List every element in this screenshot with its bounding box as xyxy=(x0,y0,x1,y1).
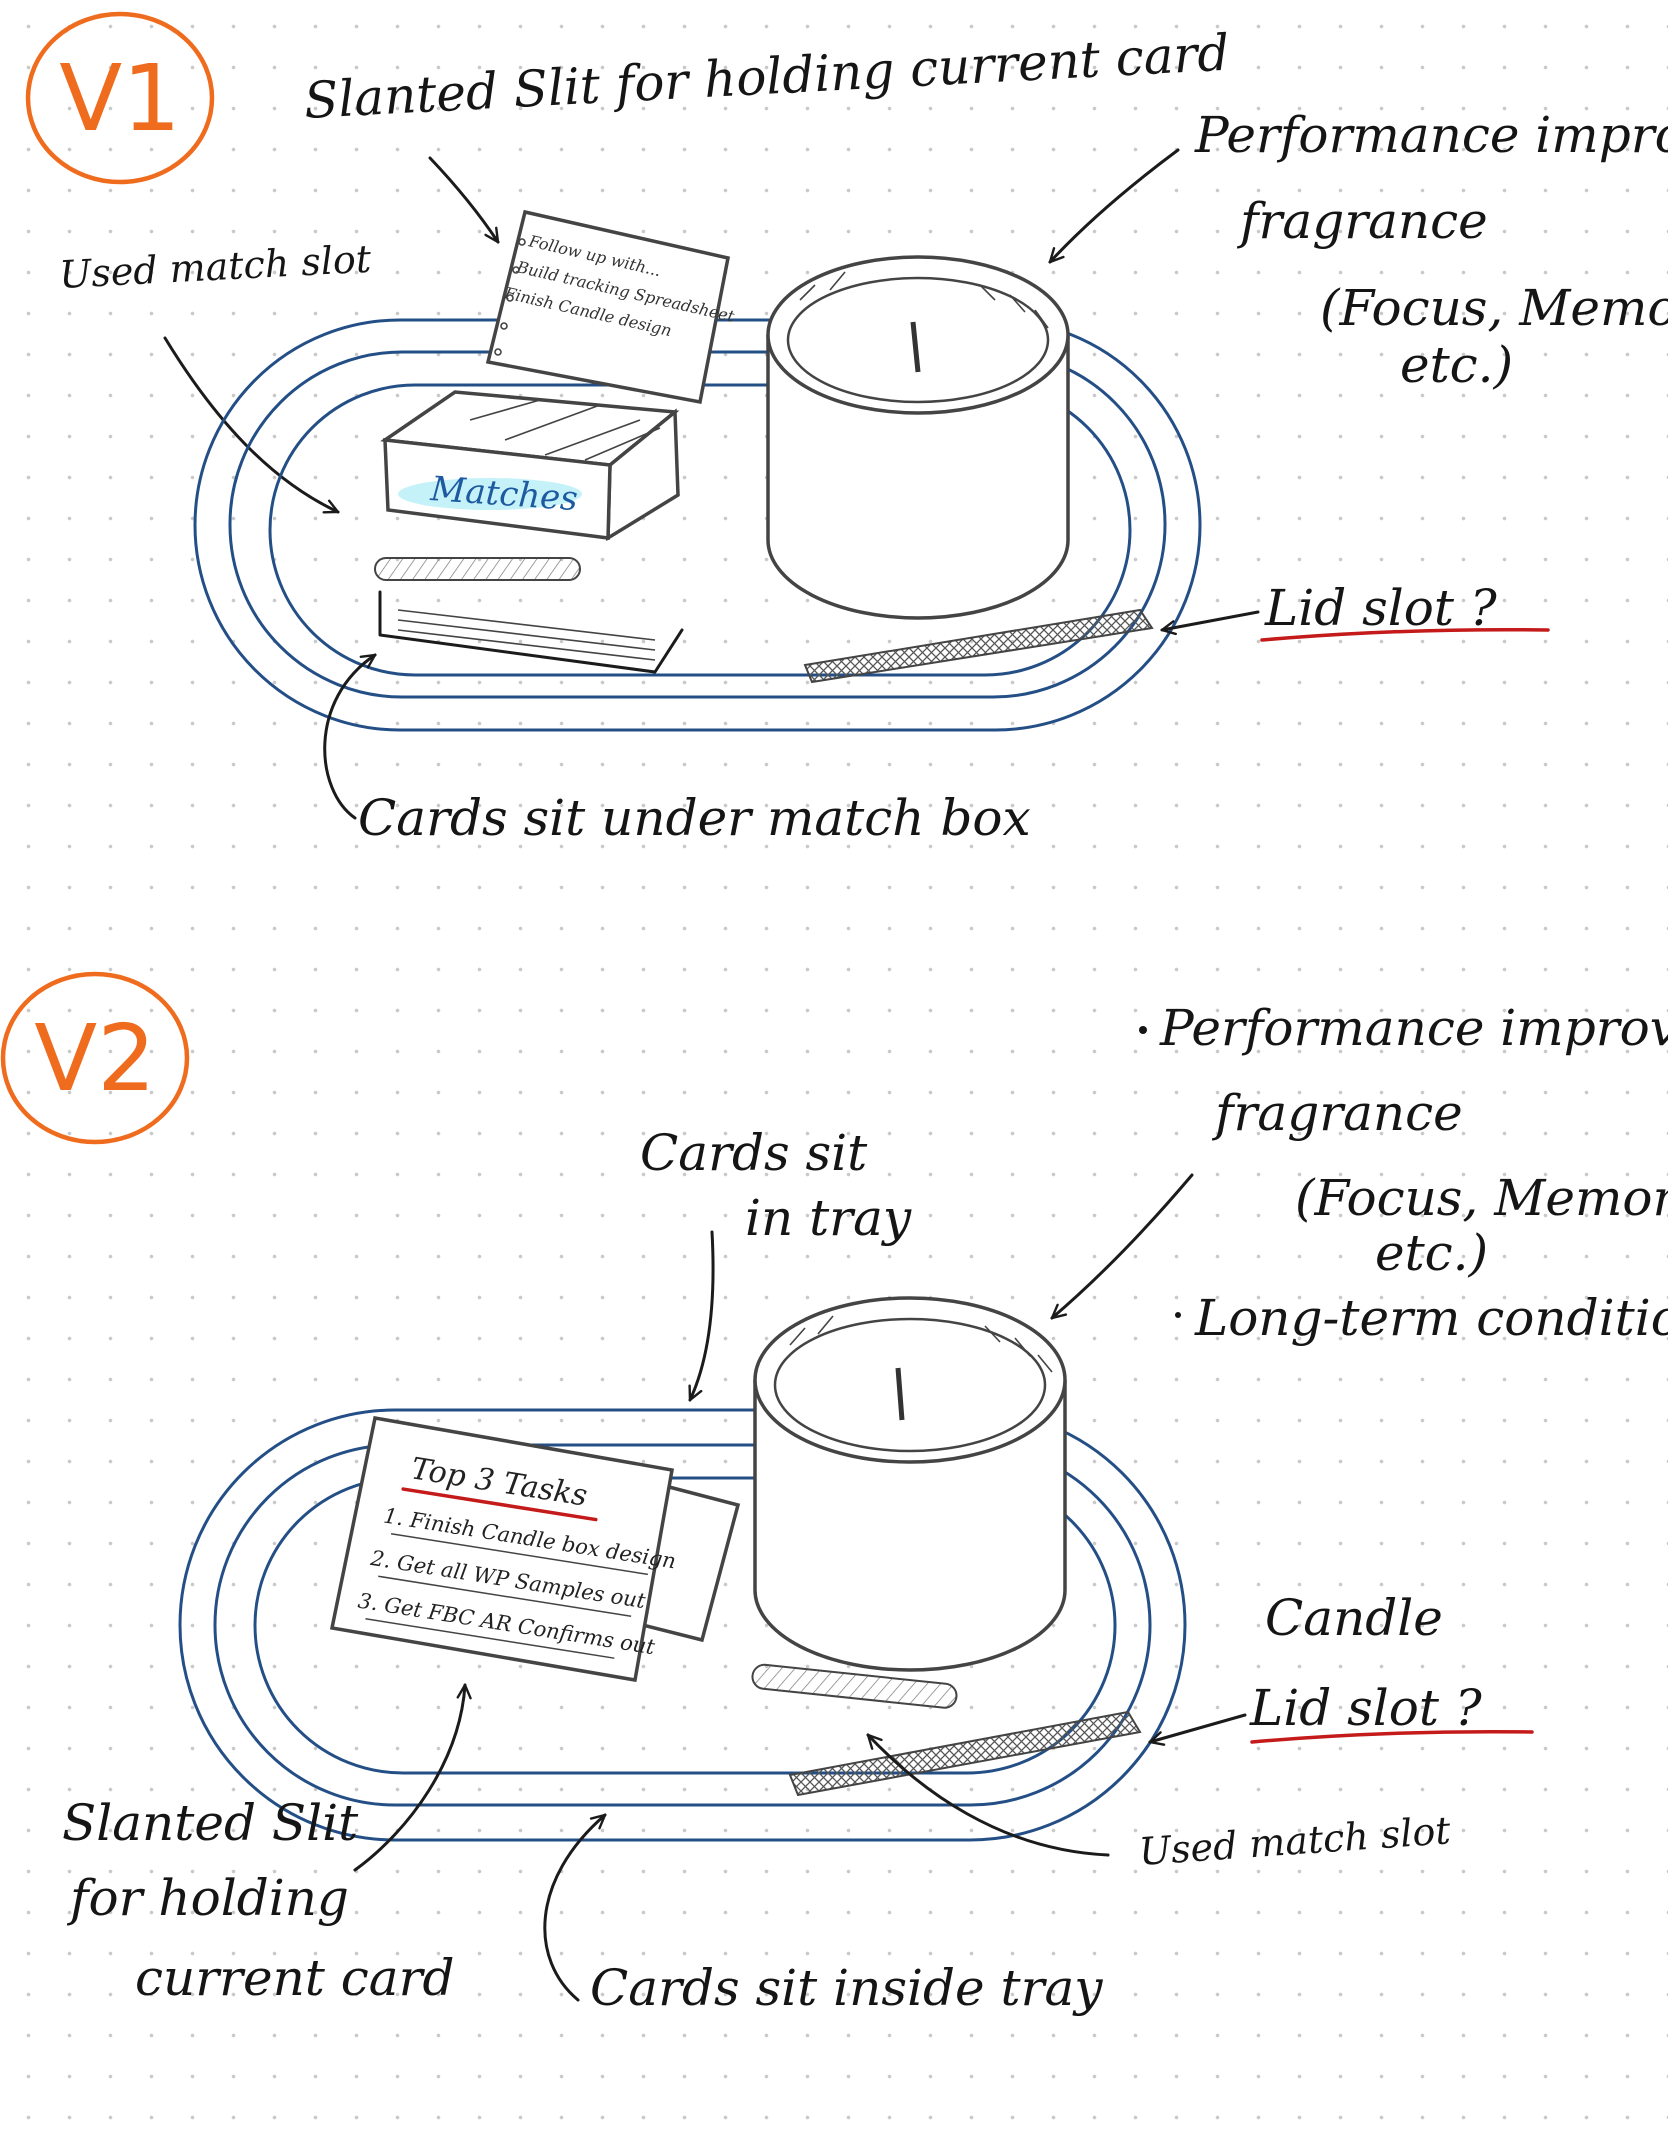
svg-text:in tray: in tray xyxy=(745,1189,912,1247)
v1-lid-slot-callout: Lid slot ? xyxy=(1162,579,1550,642)
svg-text:Performance improving: Performance improving xyxy=(1194,106,1668,164)
v1-version-label: V1 xyxy=(59,45,180,152)
v1-card-slit-label: Slanted Slit for holding current card xyxy=(303,24,1231,130)
v1-lid-slot xyxy=(803,608,1154,684)
svg-text:for holding: for holding xyxy=(66,1869,349,1927)
svg-text:fragrance: fragrance xyxy=(1236,192,1488,250)
svg-text:Cards sit: Cards sit xyxy=(640,1124,868,1182)
v1-version-badge: V1 xyxy=(25,11,215,185)
v2-section: V2 Performance improving fragrance (Focu… xyxy=(0,971,1668,2017)
svg-text:etc.): etc.) xyxy=(1375,1224,1488,1282)
v2-match-slot-label: Used match slot xyxy=(1138,1808,1453,1874)
v2-cards-tray-arrow xyxy=(690,1230,715,1400)
v2-candle-label: Candle xyxy=(1265,1589,1443,1647)
svg-text:current card: current card xyxy=(135,1949,455,2007)
v2-candle xyxy=(753,1296,1067,1672)
v1-task-card: Follow up with... Build tracking Spreads… xyxy=(485,209,737,405)
v2-lid-slot xyxy=(788,1710,1142,1797)
svg-text:etc.): etc.) xyxy=(1400,336,1513,394)
v1-card-drawer xyxy=(378,590,684,674)
v2-tray xyxy=(178,1408,1187,1842)
v1-section: V1 Slanted Slit for holding current card… xyxy=(25,11,1668,847)
v1-match-slot-label: Used match slot xyxy=(58,237,373,297)
svg-text:Performance improving: Performance improving xyxy=(1159,999,1668,1057)
v1-cards-label: Cards sit under match box xyxy=(358,789,1031,847)
v2-conditioning-label: Long-term conditioning xyxy=(1194,1289,1668,1347)
v1-match-slot xyxy=(374,557,581,581)
v1-fragrance-arrow xyxy=(1050,148,1180,262)
v2-cards-callout: Cards sit inside tray xyxy=(543,1815,1103,2017)
v2-cards-tray-label: Cards sit in tray xyxy=(640,1124,912,1247)
v2-cards-label: Cards sit inside tray xyxy=(590,1959,1103,2017)
v2-version-label: V2 xyxy=(34,1005,155,1112)
v2-wick xyxy=(895,1367,905,1421)
v1-fragrance-label: Performance improving fragrance (Focus, … xyxy=(1194,106,1668,394)
v1-match-box: Matches xyxy=(380,390,680,542)
v2-lid-slot-label: Lid slot ? xyxy=(1249,1679,1483,1737)
v2-match-slot xyxy=(751,1663,958,1709)
svg-text:(Focus, Memory,: (Focus, Memory, xyxy=(1320,279,1668,337)
v1-card-slit-arrow xyxy=(428,156,500,242)
svg-text:(Focus, Memory,: (Focus, Memory, xyxy=(1295,1169,1668,1227)
v2-slit-callout: Slanted Slit for holding current card xyxy=(62,1685,465,2007)
svg-text:fragrance: fragrance xyxy=(1211,1084,1463,1142)
v1-lid-slot-label: Lid slot ? xyxy=(1264,579,1498,637)
v2-fragrance-label: Performance improving fragrance (Focus, … xyxy=(1139,999,1668,1347)
v2-fragrance-arrow xyxy=(1052,1173,1194,1318)
v1-wick xyxy=(910,321,921,373)
v2-version-badge: V2 xyxy=(0,971,190,1145)
v2-task-card: Top 3 Tasks 1. Finish Candle box design … xyxy=(329,1415,678,1683)
v1-cards-callout: Cards sit under match box xyxy=(323,653,1031,847)
v1-candle xyxy=(766,255,1070,620)
svg-text:Slanted Slit: Slanted Slit xyxy=(62,1794,359,1852)
v1-match-slot-arrow xyxy=(163,336,338,512)
v2-lid-slot-callout: Candle Lid slot ? xyxy=(1150,1589,1534,1742)
